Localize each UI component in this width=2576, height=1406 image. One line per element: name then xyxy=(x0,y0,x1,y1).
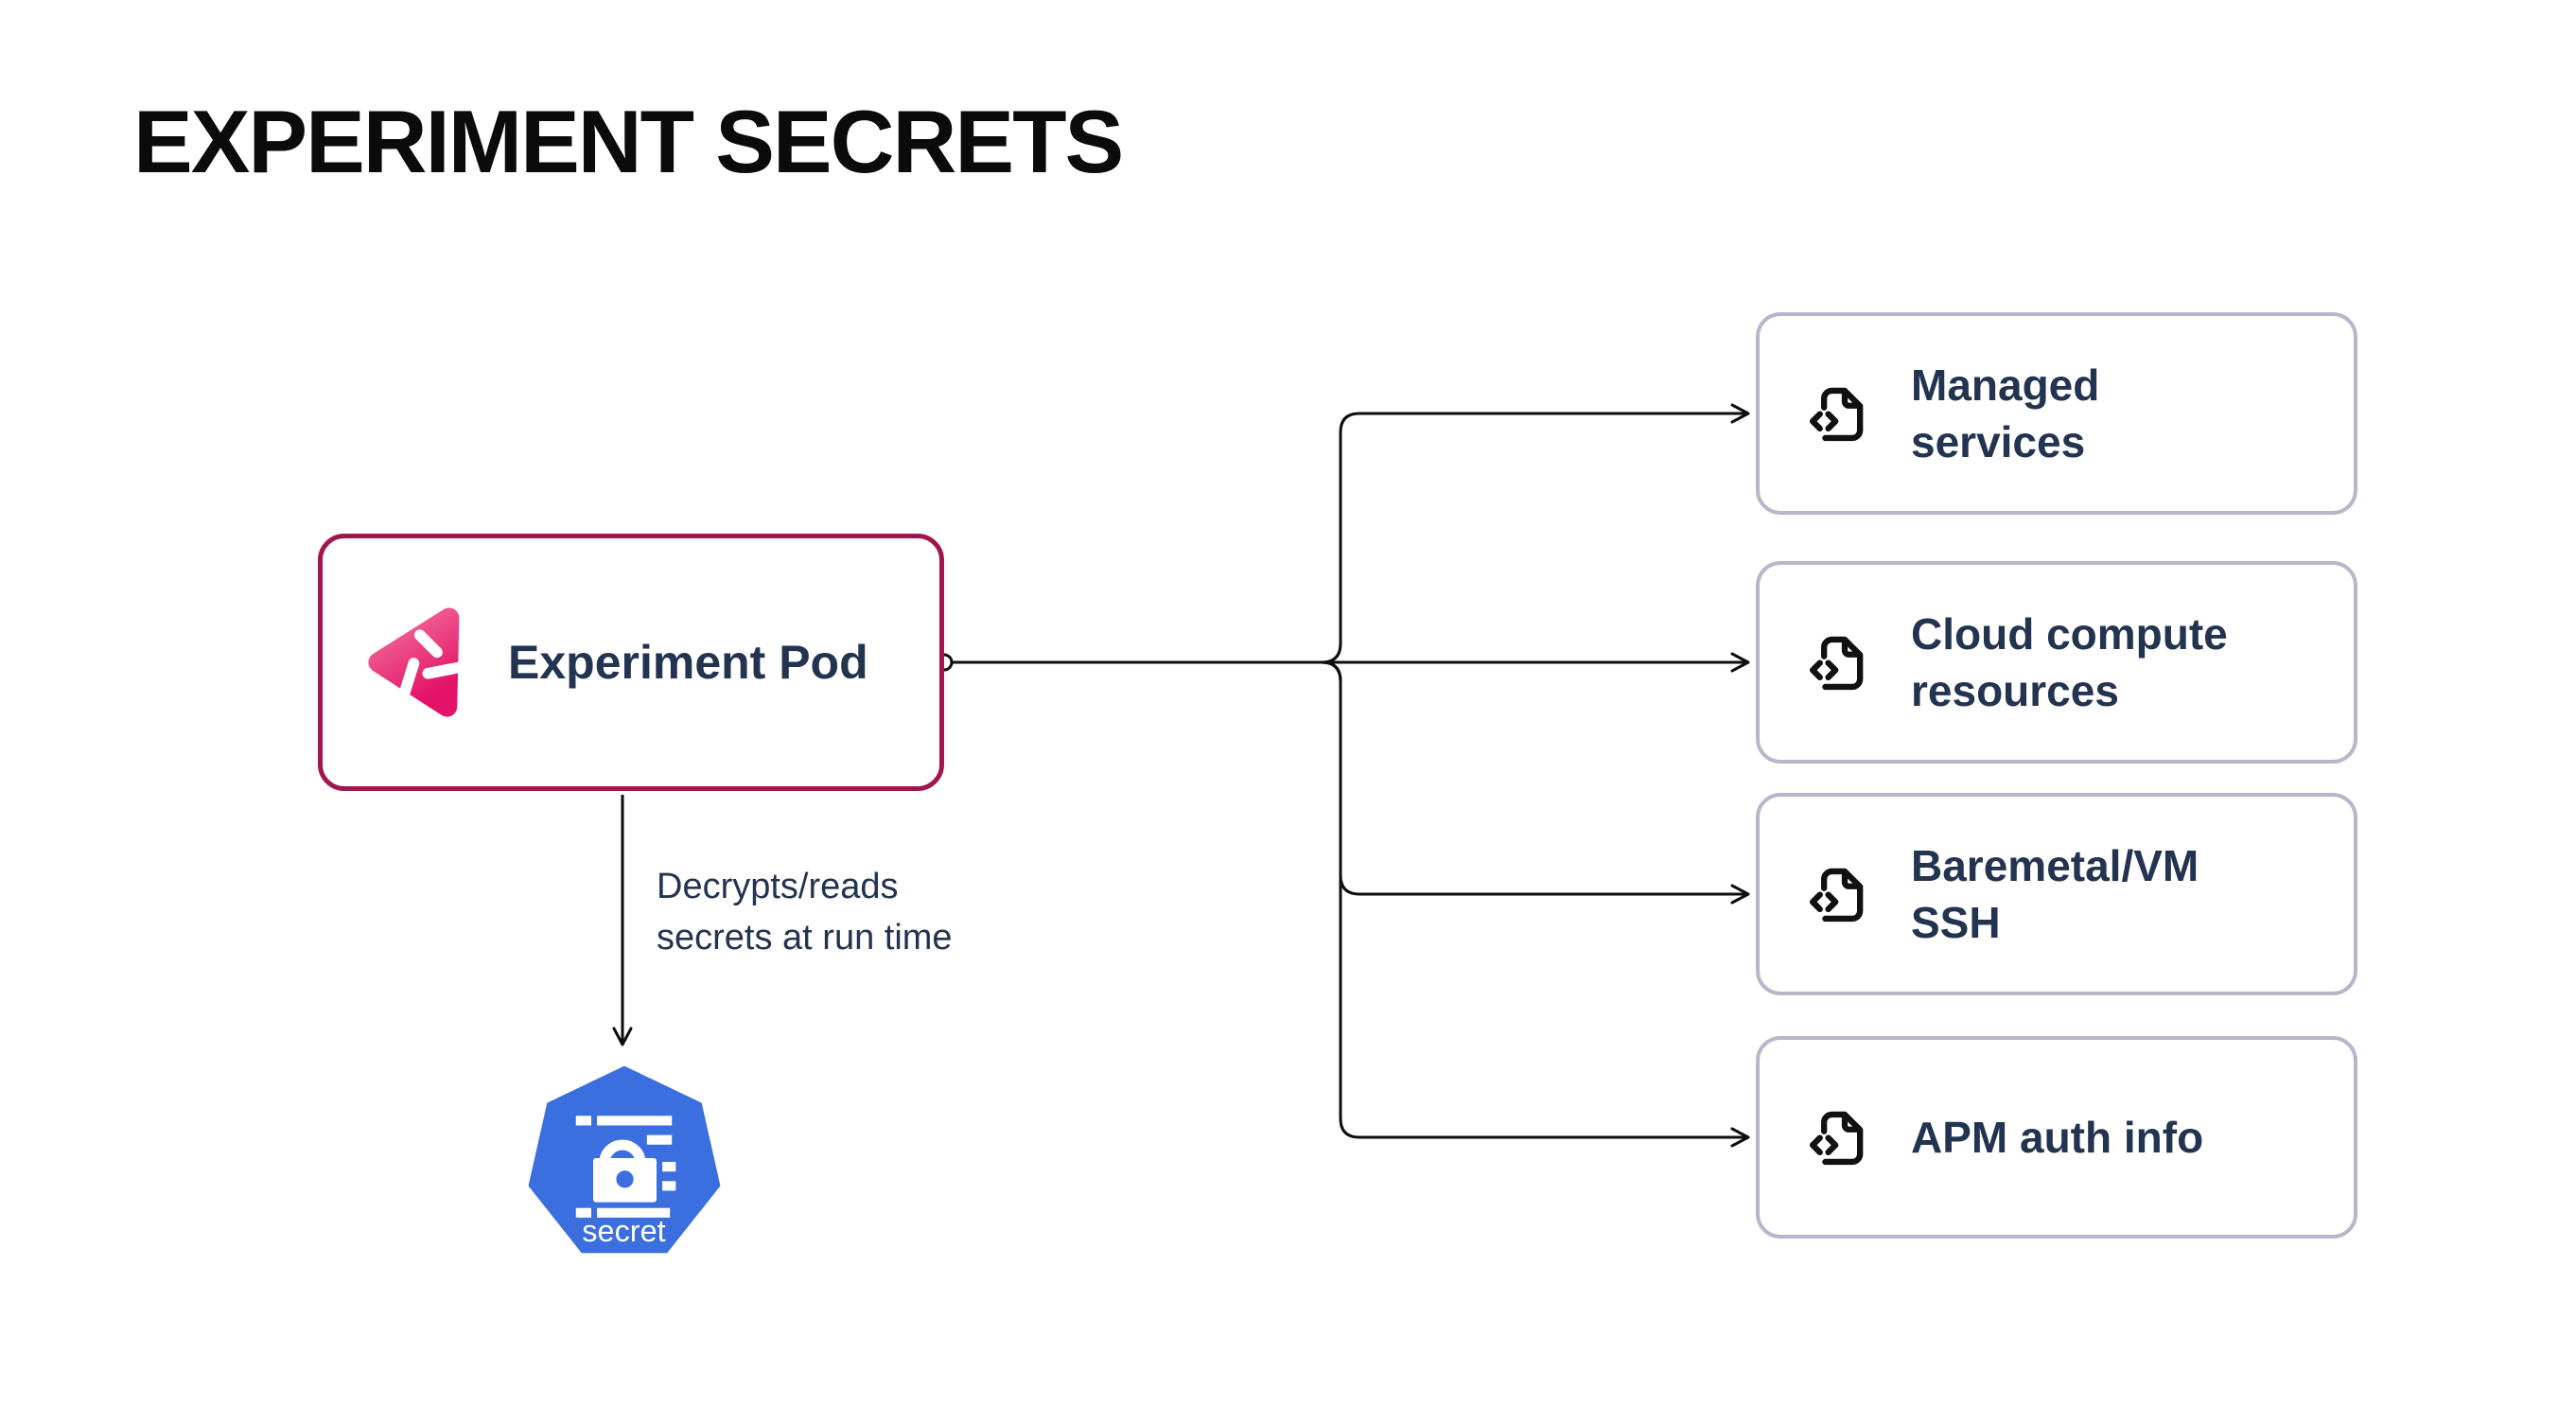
edge-annotation-line2: secrets at run time xyxy=(657,918,953,958)
target-box-label: Cloud compute resources xyxy=(1911,606,2228,719)
target-label-line: services xyxy=(1911,417,2086,466)
edge-annotation: Decrypts/reads secrets at run time xyxy=(657,861,953,963)
kubernetes-secret-lock-icon: secret xyxy=(528,1065,721,1254)
target-label-line: SSH xyxy=(1911,898,2001,947)
litmus-chaos-logo-icon xyxy=(368,607,465,717)
target-box-baremetal-vm-ssh: Baremetal/VM SSH xyxy=(1756,793,2357,995)
file-code-icon xyxy=(1809,1111,1864,1166)
target-box-label: APM auth info xyxy=(1911,1109,2203,1166)
target-box-label: Baremetal/VM SSH xyxy=(1911,837,2199,951)
page-title: EXPERIMENT SECRETS xyxy=(133,92,1124,191)
target-label-line: Baremetal/VM xyxy=(1911,841,2199,890)
edge-pod-to-managed-services xyxy=(952,403,1750,664)
kubernetes-secret-node: secret xyxy=(526,1065,723,1255)
target-box-managed-services: Managed services xyxy=(1756,312,2357,515)
experiment-pod-node: Experiment Pod xyxy=(318,534,944,791)
file-code-icon xyxy=(1809,387,1864,442)
experiment-pod-label: Experiment Pod xyxy=(508,636,868,689)
target-label-line: Managed xyxy=(1911,360,2100,410)
file-code-icon xyxy=(1809,636,1864,691)
target-box-apm-auth-info: APM auth info xyxy=(1756,1036,2357,1239)
target-label-line: resources xyxy=(1911,666,2119,715)
target-label-line: APM auth info xyxy=(1911,1113,2204,1162)
edge-annotation-line1: Decrypts/reads xyxy=(657,867,899,906)
edge-pod-to-baremetal-ssh xyxy=(952,660,1750,905)
target-box-cloud-compute: Cloud compute resources xyxy=(1756,561,2357,764)
target-label-line: Cloud compute xyxy=(1911,609,2228,659)
secret-node-label: secret xyxy=(582,1214,665,1248)
file-code-icon xyxy=(1809,868,1864,923)
edge-pod-to-apm-auth xyxy=(952,660,1750,1148)
target-box-label: Managed services xyxy=(1911,357,2099,470)
